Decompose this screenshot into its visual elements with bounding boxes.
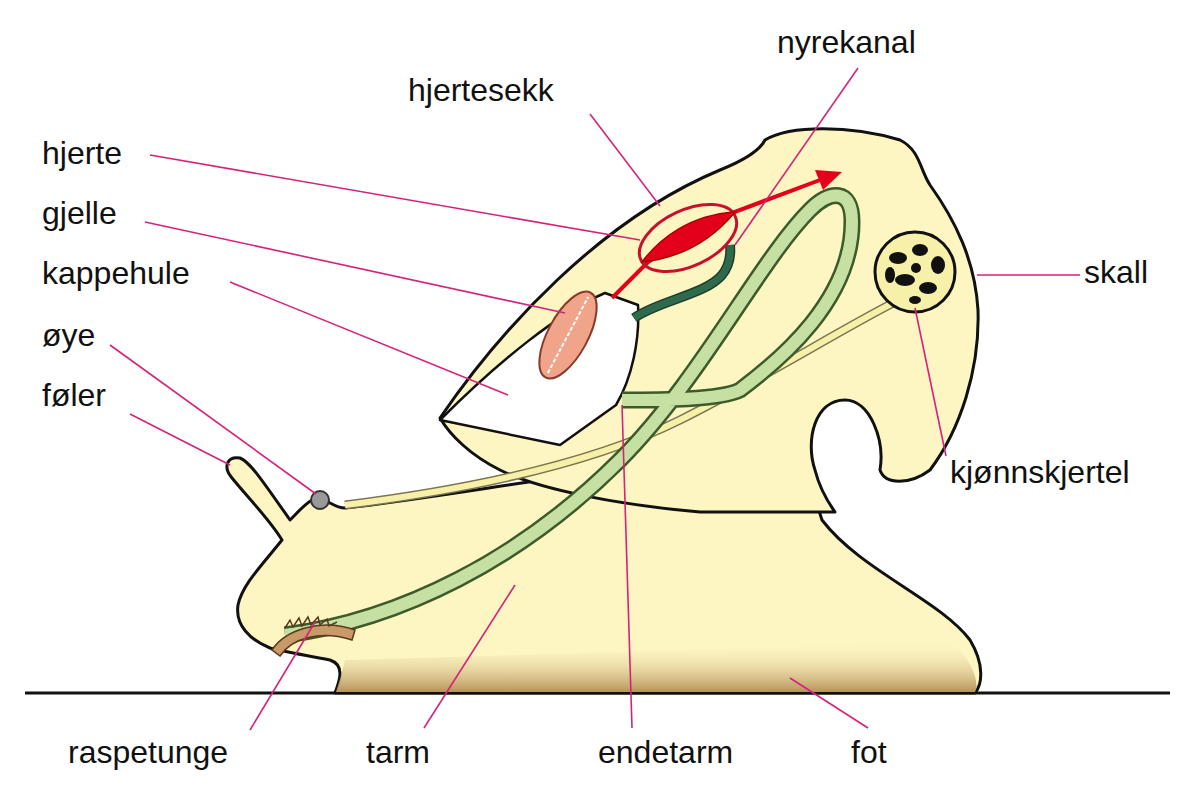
part-label: fot [851,732,887,772]
blood-flow [612,180,820,298]
radula-teeth [285,617,337,628]
part-label: gjelle [42,193,117,233]
part-label: tarm [366,732,430,772]
leader-lines [110,68,1080,730]
part-label: øye [42,315,95,355]
part-label: nyrekanal [777,22,916,62]
heart-sac [629,191,747,286]
blood-arrowhead [815,170,842,190]
gonad-blobs [885,244,945,304]
foot-shading [336,640,976,692]
part-label: hjertesekk [408,70,554,110]
part-label: kjønnskjertel [950,452,1130,492]
snail-shell [440,129,978,512]
gonad [875,232,955,312]
part-label: kappehule [42,253,190,293]
part-label: hjerte [42,133,122,173]
eye-dot [311,491,329,509]
radula [272,625,355,656]
intestine [285,196,852,635]
heart [642,212,735,262]
gill [528,283,608,387]
part-label: skall [1084,252,1148,292]
part-label: raspetunge [68,732,228,772]
part-label: endetarm [598,732,733,772]
part-label: føler [42,375,106,415]
intestine-outline [285,196,852,635]
